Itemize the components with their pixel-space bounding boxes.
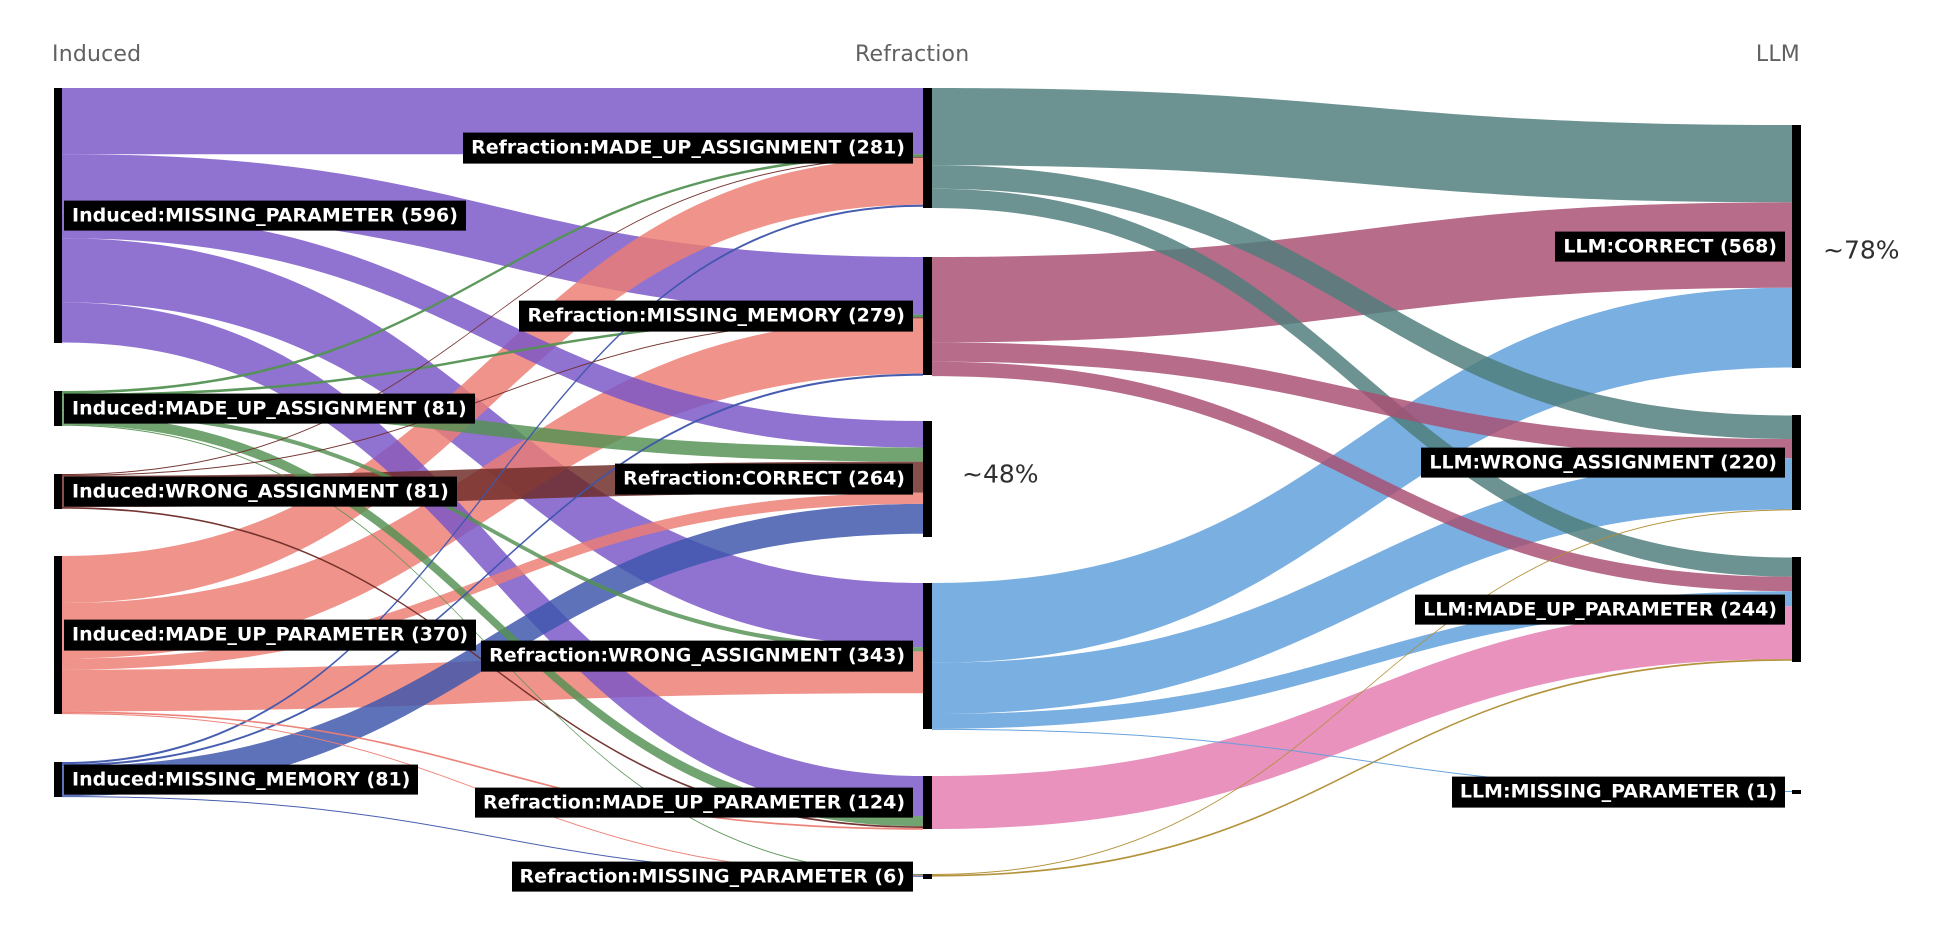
sankey-node-refraction-made-up-parameter[interactable]: [923, 776, 932, 829]
sankey-link-induced-made-up-assignment--refraction-made-up-assignment[interactable]: [62, 154, 923, 394]
sankey-link-induced-made-up-assignment--refraction-made-up-parameter[interactable]: [62, 414, 923, 827]
sankey-link-induced-wrong-assignment--refraction-missing-memory[interactable]: [62, 317, 923, 476]
llm-correct-percent-annotation: ~78%: [1823, 235, 1900, 265]
node-label-refraction-wrong-assignment: Refraction:WRONG_ASSIGNMENT (343): [481, 640, 913, 672]
sankey-link-induced-missing-memory--refraction-made-up-assignment[interactable]: [62, 204, 923, 765]
sankey-link-induced-missing-parameter--refraction-made-up-parameter[interactable]: [62, 302, 923, 817]
node-label-refraction-missing-memory: Refraction:MISSING_MEMORY (279): [519, 300, 913, 332]
column-header-induced: Induced: [52, 42, 142, 67]
sankey-link-induced-made-up-parameter--refraction-made-up-parameter[interactable]: [62, 711, 923, 830]
sankey-link-induced-made-up-assignment--refraction-wrong-assignment[interactable]: [62, 410, 923, 652]
node-label-llm-missing-parameter: LLM:MISSING_PARAMETER (1): [1451, 776, 1785, 808]
node-label-induced-made-up-parameter: Induced:MADE_UP_PARAMETER (370): [64, 619, 477, 651]
sankey-node-refraction-missing-memory[interactable]: [923, 257, 932, 375]
node-label-induced-wrong-assignment: Induced:WRONG_ASSIGNMENT (81): [64, 476, 457, 507]
column-header-refraction: Refraction: [855, 42, 970, 67]
sankey-link-refraction-missing-memory--llm-made-up-parameter[interactable]: [932, 361, 1792, 592]
sankey-node-induced-made-up-parameter[interactable]: [54, 556, 62, 714]
sankey-node-refraction-made-up-assignment[interactable]: [923, 88, 932, 208]
node-label-induced-made-up-assignment: Induced:MADE_UP_ASSIGNMENT (81): [64, 393, 475, 424]
sankey-node-refraction-correct[interactable]: [923, 421, 932, 537]
node-label-induced-missing-parameter: Induced:MISSING_PARAMETER (596): [64, 200, 466, 231]
sankey-node-induced-missing-memory[interactable]: [54, 762, 62, 797]
node-label-refraction-made-up-parameter: Refraction:MADE_UP_PARAMETER (124): [474, 787, 913, 818]
node-label-llm-correct: LLM:CORRECT (568): [1555, 231, 1785, 262]
sankey-link-induced-missing-parameter--refraction-missing-memory[interactable]: [62, 154, 923, 315]
sankey-link-refraction-made-up-assignment--llm-correct[interactable]: [932, 88, 1792, 203]
sankey-link-refraction-missing-memory--llm-wrong-assignment[interactable]: [932, 342, 1792, 459]
sankey-node-induced-missing-parameter[interactable]: [54, 88, 62, 343]
sankey-link-induced-made-up-parameter--refraction-made-up-assignment[interactable]: [62, 157, 923, 603]
node-label-llm-made-up-parameter: LLM:MADE_UP_PARAMETER (244): [1415, 594, 1785, 625]
sankey-link-induced-made-up-parameter--refraction-correct[interactable]: [62, 492, 923, 670]
sankey-link-induced-missing-parameter--refraction-wrong-assignment[interactable]: [62, 238, 923, 648]
sankey-link-refraction-missing-parameter--llm-wrong-assignment[interactable]: [932, 509, 1792, 875]
sankey-node-induced-wrong-assignment[interactable]: [54, 474, 62, 509]
sankey-node-induced-made-up-assignment[interactable]: [54, 391, 62, 426]
sankey-link-induced-missing-memory--refraction-missing-memory[interactable]: [62, 373, 923, 767]
sankey-link-refraction-wrong-assignment--llm-made-up-parameter[interactable]: [932, 591, 1792, 729]
node-label-induced-missing-memory: Induced:MISSING_MEMORY (81): [64, 764, 419, 795]
sankey-link-refraction-made-up-parameter--llm-made-up-parameter[interactable]: [932, 606, 1792, 829]
sankey-node-refraction-wrong-assignment[interactable]: [923, 583, 932, 729]
sankey-link-induced-missing-parameter--refraction-correct[interactable]: [62, 211, 923, 448]
sankey-node-llm-wrong-assignment[interactable]: [1792, 415, 1801, 510]
refraction-correct-percent-annotation: ~48%: [962, 459, 1039, 489]
sankey-link-induced-wrong-assignment--refraction-made-up-assignment[interactable]: [62, 156, 923, 476]
sankey-link-refraction-made-up-assignment--llm-made-up-parameter[interactable]: [932, 188, 1792, 577]
sankey-node-refraction-missing-parameter[interactable]: [923, 874, 932, 879]
sankey-node-llm-missing-parameter[interactable]: [1792, 790, 1801, 794]
sankey-link-refraction-missing-parameter--llm-made-up-parameter[interactable]: [932, 659, 1792, 877]
node-label-refraction-missing-parameter: Refraction:MISSING_PARAMETER (6): [511, 861, 913, 892]
sankey-link-refraction-made-up-assignment--llm-wrong-assignment[interactable]: [932, 165, 1792, 440]
node-label-llm-wrong-assignment: LLM:WRONG_ASSIGNMENT (220): [1421, 447, 1785, 478]
sankey-node-llm-made-up-parameter[interactable]: [1792, 557, 1801, 662]
node-label-refraction-made-up-assignment: Refraction:MADE_UP_ASSIGNMENT (281): [463, 132, 913, 164]
sankey-node-llm-correct[interactable]: [1792, 125, 1801, 368]
node-label-refraction-correct: Refraction:CORRECT (264): [615, 463, 913, 495]
column-header-llm: LLM: [1755, 42, 1800, 67]
sankey-link-induced-missing-memory--refraction-missing-parameter[interactable]: [62, 796, 923, 877]
sankey-link-induced-made-up-assignment--refraction-missing-memory[interactable]: [62, 314, 923, 397]
sankey-link-refraction-wrong-assignment--llm-missing-parameter[interactable]: [932, 728, 1792, 792]
